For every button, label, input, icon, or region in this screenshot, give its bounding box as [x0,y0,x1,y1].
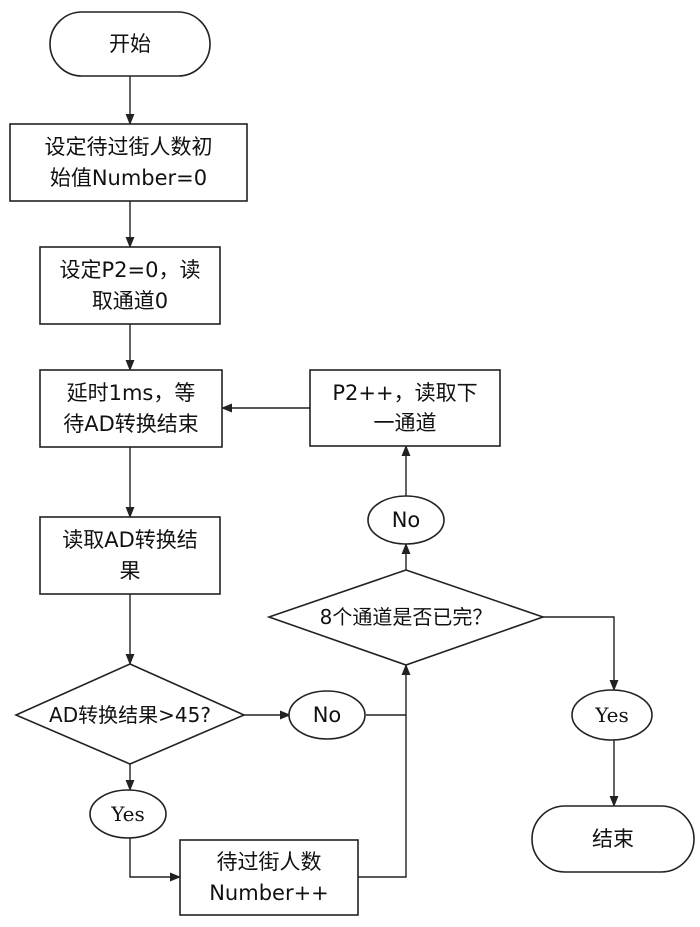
channels-label: 8个通道是否已完？ [269,592,543,642]
read-result-label: 读取AD转换结 果 [40,517,220,594]
delay-label: 延时1ms，等 待AD转换结束 [40,370,222,447]
init-count-label: 设定待过街人数初 始值Number=0 [10,124,247,201]
edge-yes-to-increment [129,838,182,882]
read-result-line2: 果 [119,558,141,583]
init-count-line1: 设定待过街人数初 [44,135,213,160]
no-channels-text: No [391,507,421,532]
next-channel-line1: P2++，读取下 [332,380,478,405]
delay-line2: 待AD转换结束 [63,411,199,436]
increment-line2: Number++ [209,880,329,905]
init-p2-box [39,246,221,325]
no-threshold-text: No [312,702,342,727]
channels-text: 8个通道是否已完？ [319,604,493,629]
threshold-text: AD转换结果>45? [49,702,211,727]
init-count-line2: 始值Number=0 [49,165,208,190]
delay-line1: 延时1ms，等 [66,381,196,406]
yes-threshold-label: Yes [90,790,166,838]
start-text: 开始 [109,31,151,56]
threshold-label: AD转换结果>45? [16,690,244,740]
read-result-line1: 读取AD转换结 [62,528,198,553]
no-threshold-label: No [289,691,365,739]
increment-line1: 待过街人数 [216,850,322,875]
edge-increment-to-merge [358,715,407,878]
init-count-box [9,123,248,202]
edge-channels-to-yes [543,616,619,692]
channels-decision [266,569,546,666]
increment-label: 待过街人数 Number++ [180,840,358,915]
start-terminator [49,11,211,77]
yes-channels-ellipse [571,689,653,741]
no-channels-label: No [368,496,444,544]
threshold-decision [14,663,246,765]
yes-channels-label: Yes [572,690,652,740]
init-p2-line1: 设定P2=0，读 [59,258,201,283]
read-result-box [39,516,221,595]
delay-box [39,369,223,448]
no-channels-ellipse [367,495,445,545]
increment-box [179,839,359,916]
init-p2-line2: 取通道0 [91,288,169,313]
end-text: 结束 [592,826,634,851]
end-label: 结束 [532,806,694,872]
end-terminator [531,805,695,873]
yes-threshold-ellipse [89,789,167,839]
yes-threshold-text: Yes [111,801,145,826]
yes-channels-text: Yes [595,702,629,727]
start-label: 开始 [50,12,210,76]
no-threshold-ellipse [288,690,366,740]
next-channel-line2: 一通道 [373,411,437,435]
init-p2-label: 设定P2=0，读 取通道0 [40,247,220,324]
next-channel-box [309,369,501,447]
next-channel-label: P2++，读取下 一通道 [310,370,500,446]
